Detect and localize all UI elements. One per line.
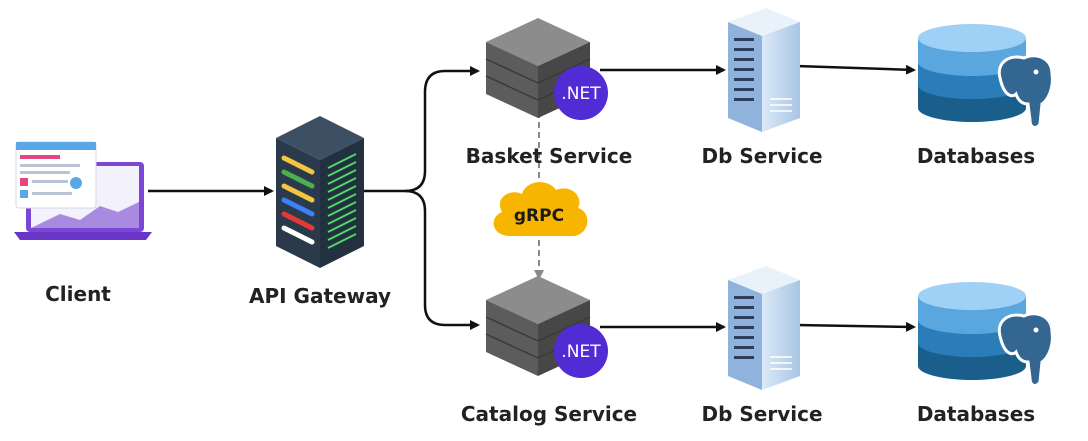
edge-catalog-db-service-to-databases — [795, 321, 916, 332]
catalog-databases-label: Databases — [916, 402, 1036, 426]
basket-service-label: Basket Service — [465, 144, 633, 168]
basket-db-service-label: Db Service — [701, 144, 823, 168]
basket-databases-label: Databases — [916, 144, 1036, 168]
edge-gateway-to-catalog — [404, 189, 480, 330]
catalog-dotnet-badge: .NET — [554, 324, 608, 378]
catalog-postgresql-elephant-icon — [997, 312, 1054, 387]
basket-dotnet-badge: .NET — [554, 66, 608, 120]
catalog-service-label: Catalog Service — [460, 402, 638, 426]
basket-dotnet-badge-text: .NET — [561, 84, 601, 104]
server-rack-icon — [276, 116, 364, 268]
basket-db-service-tower-icon — [728, 8, 800, 132]
edge-basket-db-service-to-databases — [795, 64, 916, 75]
laptop-icon — [14, 141, 152, 240]
api-gateway-label: API Gateway — [249, 284, 391, 308]
catalog-db-service-tower-icon — [728, 266, 800, 390]
edges — [148, 64, 916, 332]
edge-gateway-split — [362, 66, 480, 193]
basket-postgresql-elephant-icon — [997, 54, 1054, 129]
grpc-cloud-icon: gRPC — [493, 182, 588, 236]
catalog-db-service-label: Db Service — [701, 402, 823, 426]
client-label: Client — [45, 282, 111, 306]
catalog-dotnet-badge-text: .NET — [561, 342, 601, 362]
grpc-label: gRPC — [514, 206, 564, 226]
